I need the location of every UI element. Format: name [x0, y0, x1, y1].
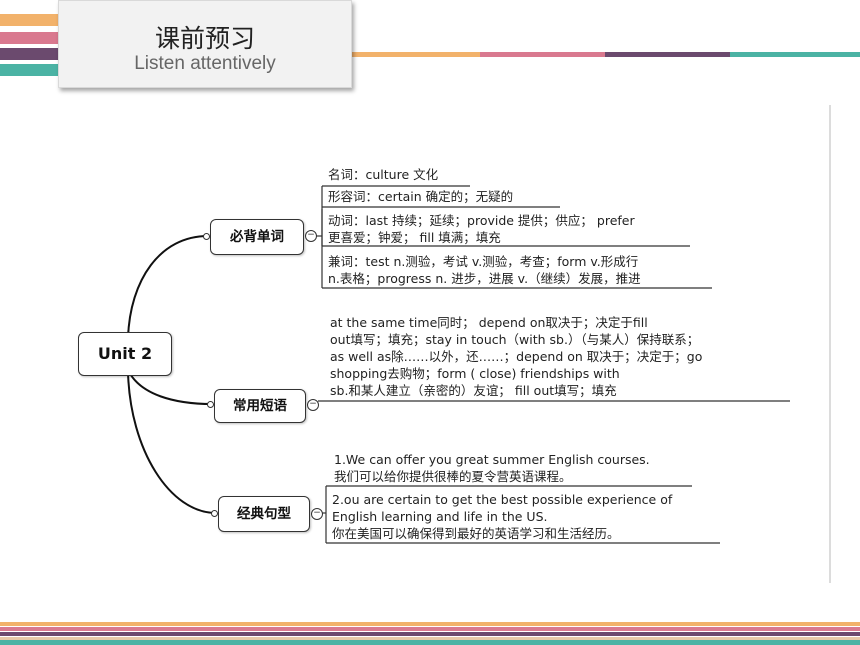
title-card: 课前预习 Listen attentively: [58, 0, 352, 88]
header-line-orange: [350, 52, 480, 57]
collapse-icon-phrases[interactable]: −: [307, 399, 319, 411]
branch-node-phrases[interactable]: 常用短语: [214, 389, 306, 423]
top-stripe-orange: [0, 14, 60, 26]
bottom-stripe-purple: [0, 632, 860, 636]
top-stripe-pink: [0, 32, 60, 44]
vocab-verb-line2: 更喜爱；钟爱； fill 填满；填充: [328, 230, 501, 245]
bottom-stripe-sand: [0, 637, 860, 640]
sentence-1-cn: 我们可以给你提供很棒的夏令营英语课程。: [334, 469, 572, 484]
branch-node-sentences[interactable]: 经典句型: [218, 496, 310, 532]
page-title: 课前预习: [154, 24, 255, 53]
phrases-line3: as well as除……以外，还……；depend on 取决于；决定于；go: [330, 349, 703, 364]
phrases-line4: shopping去购物；form ( close) friendships wi…: [330, 366, 620, 381]
collapse-icon-vocab[interactable]: −: [305, 230, 317, 242]
phrases-line2: out填写；填充；stay in touch（with sb.）（与某人）保持联…: [330, 332, 700, 347]
sentence-2-cn: 你在美国可以确保得到最好的英语学习和生活经历。: [332, 526, 620, 541]
branch-dot-phrases: [207, 401, 214, 408]
bottom-stripe-pink: [0, 627, 860, 631]
connector-root-sentences: [127, 371, 217, 514]
branch-node-vocab[interactable]: 必背单词: [210, 219, 304, 255]
phrases-line1: at the same time同时； depend on取决于；决定于fill: [330, 315, 648, 330]
vocab-verb-line1: 动词：last 持续；延续；provide 提供；供应； prefer: [328, 213, 635, 228]
page-subtitle: Listen attentively: [134, 53, 276, 74]
header-line-pink: [480, 52, 605, 57]
vocab-noun: 名词：culture 文化: [328, 167, 439, 182]
vocab-adj: 形容词：certain 确定的；无疑的: [328, 189, 514, 204]
header-line-purple: [605, 52, 730, 57]
phrases-line5: sb.和某人建立（亲密的）友谊； fill out填写；填充: [330, 383, 617, 398]
collapse-icon-sentences[interactable]: −: [311, 508, 323, 520]
header-line-teal: [730, 52, 860, 57]
connector-root-phrases: [127, 369, 213, 405]
sentence-2-en-line2: English learning and life in the US.: [332, 509, 548, 524]
vocab-multi-line1: 兼词：test n.测验，考试 v.测验，考查；form v.形成行: [328, 254, 639, 269]
bottom-stripe-teal: [0, 640, 860, 645]
vocab-multi-line2: n.表格；progress n. 进步，进展 v.（继续）发展，推进: [328, 271, 641, 286]
top-stripe-purple: [0, 48, 60, 60]
sentence-2-en-line1: 2.ou are certain to get the best possibl…: [332, 492, 673, 507]
branch-dot-sentences: [211, 510, 218, 517]
connector-root-vocab: [127, 235, 209, 339]
right-divider: [829, 105, 831, 583]
bottom-stripe-orange: [0, 622, 860, 626]
branch-dot-vocab: [203, 233, 210, 240]
root-node[interactable]: Unit 2: [78, 332, 172, 376]
sentence-1-en: 1.We can offer you great summer English …: [334, 452, 650, 467]
top-stripe-teal: [0, 64, 60, 76]
